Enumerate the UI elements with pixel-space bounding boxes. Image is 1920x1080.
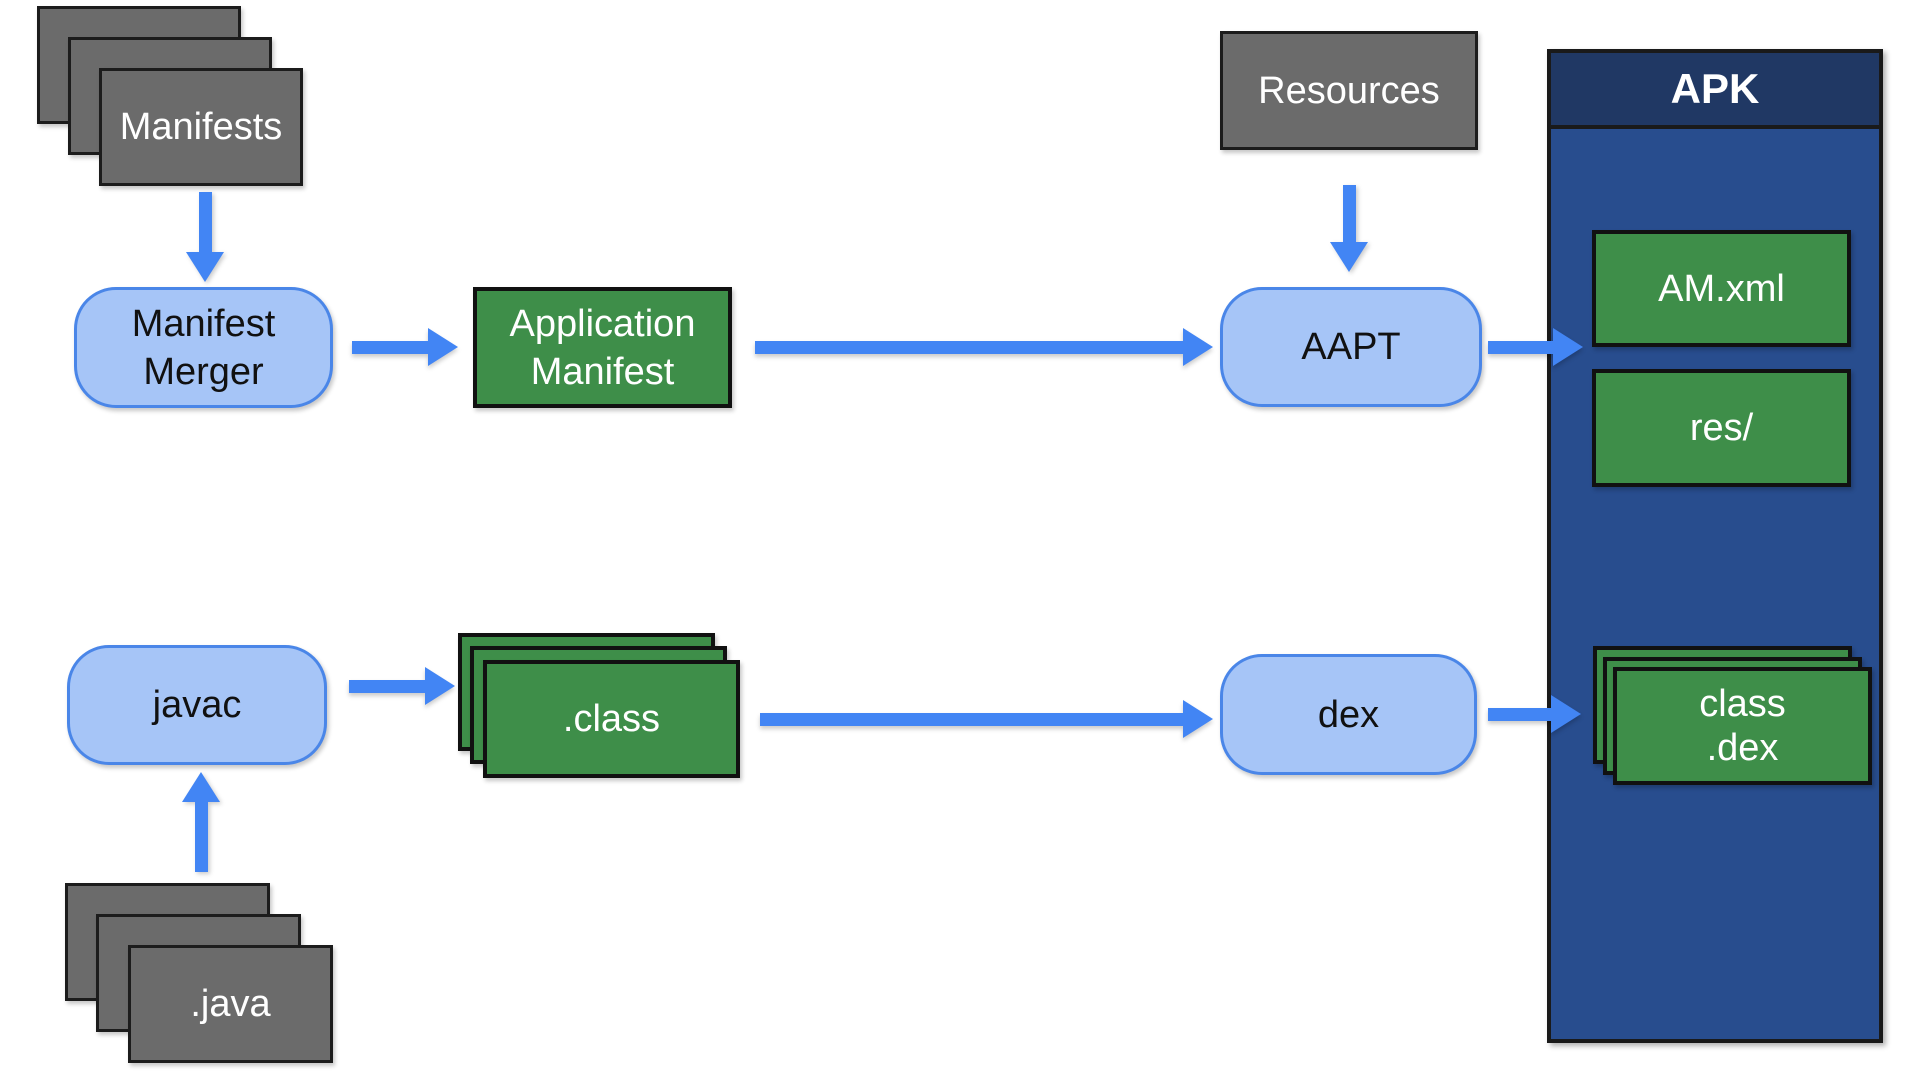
javac-label: javac bbox=[152, 684, 242, 726]
arrow-application-manifest-to-aapt bbox=[755, 328, 1213, 366]
application-manifest-label-line2: Manifest bbox=[530, 350, 675, 393]
arrow-shaft bbox=[352, 340, 428, 354]
arrow-shaft bbox=[349, 679, 425, 693]
arrow-shaft bbox=[760, 712, 1183, 726]
dex-node: dex bbox=[1220, 654, 1477, 775]
arrow-shaft bbox=[1488, 707, 1551, 721]
arrow-head bbox=[186, 252, 224, 282]
apk-container: APK bbox=[1547, 49, 1883, 1043]
class-label: .class bbox=[562, 698, 661, 740]
arrow-shaft bbox=[198, 192, 212, 252]
arrow-dex-to-class-dex bbox=[1488, 695, 1581, 733]
arrow-head bbox=[428, 328, 458, 366]
resources-label: Resources bbox=[1258, 69, 1440, 112]
manifests-label: Manifests bbox=[119, 106, 283, 148]
arrow-manifests-to-manifest-merger bbox=[186, 192, 224, 282]
arrow-javac-to-class bbox=[349, 667, 455, 705]
apk-title: APK bbox=[1670, 65, 1760, 112]
arrow-merger-to-application-manifest bbox=[352, 328, 458, 366]
arrow-shaft bbox=[194, 802, 208, 872]
class-dex-stack-front: class .dex bbox=[1613, 667, 1872, 785]
application-manifest-label-line1: Application bbox=[509, 302, 696, 345]
java-label: .java bbox=[190, 983, 271, 1025]
arrow-head bbox=[1330, 242, 1368, 272]
arrow-head bbox=[1553, 328, 1583, 366]
manifest-merger-node: Manifest Merger bbox=[74, 287, 333, 408]
class-stack-front: .class bbox=[483, 660, 740, 778]
application-manifest-node: Application Manifest bbox=[473, 287, 732, 408]
am-xml-label: AM.xml bbox=[1658, 267, 1785, 310]
resources-node: Resources bbox=[1220, 31, 1478, 150]
arrow-shaft bbox=[1488, 340, 1553, 354]
arrow-class-to-dex bbox=[760, 700, 1213, 738]
javac-node: javac bbox=[67, 645, 327, 765]
arrow-resources-to-aapt bbox=[1330, 185, 1368, 272]
arrow-shaft bbox=[755, 340, 1183, 354]
arrow-aapt-to-apk bbox=[1488, 328, 1583, 366]
arrow-head bbox=[1183, 700, 1213, 738]
manifests-stack-front: Manifests bbox=[99, 68, 303, 186]
class-dex-label-line1: class bbox=[1699, 683, 1786, 725]
arrow-java-to-javac bbox=[182, 772, 220, 872]
aapt-label: AAPT bbox=[1301, 326, 1401, 368]
arrow-head bbox=[425, 667, 455, 705]
arrow-head bbox=[182, 772, 220, 802]
manifest-merger-label-line1: Manifest bbox=[131, 302, 276, 345]
java-stack-front: .java bbox=[128, 945, 333, 1063]
res-label: res/ bbox=[1689, 407, 1754, 449]
manifest-merger-label-line2: Merger bbox=[143, 350, 264, 393]
dex-label: dex bbox=[1317, 693, 1380, 736]
am-xml-node: AM.xml bbox=[1592, 230, 1851, 347]
res-node: res/ bbox=[1592, 369, 1851, 487]
arrow-head bbox=[1551, 695, 1581, 733]
arrow-shaft bbox=[1342, 185, 1356, 242]
class-dex-label-line2: .dex bbox=[1706, 727, 1779, 769]
apk-header: APK bbox=[1551, 53, 1879, 129]
aapt-node: AAPT bbox=[1220, 287, 1482, 407]
arrow-head bbox=[1183, 328, 1213, 366]
